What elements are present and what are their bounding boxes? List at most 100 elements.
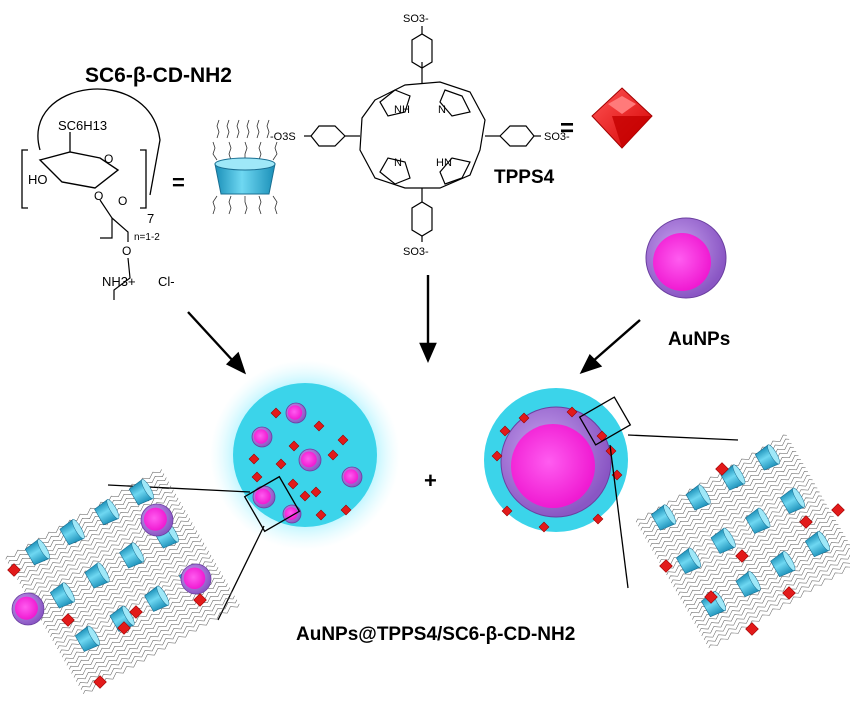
alkyl-chain [83,603,240,694]
alkyl-chain [703,552,850,641]
porphyrin-cube [592,513,604,525]
gold-particle-core [300,451,317,468]
cd-icon [212,119,278,215]
porphyrin-cube [518,412,530,424]
alkyl-chain [17,489,174,580]
cd-cylinder-rim [106,499,120,519]
zoom-box-left [243,475,301,533]
alkyl-chain [654,467,806,555]
assembly-right-body [635,434,850,649]
o-text-3: O [118,194,127,208]
n-range-text: n=1-2 [134,232,160,243]
alkyl-chain [649,459,801,547]
arrow-left-line [187,311,235,363]
left-bracket [21,149,28,209]
alkyl-chain [682,515,834,604]
callout-left-2 [217,525,265,621]
tpps-cube-icon [591,87,653,149]
o-text-1: O [104,152,113,166]
alkyl-chain [76,591,233,682]
gold-particle-core [284,507,298,521]
cd-cylinder-rim [723,527,736,548]
alkyl-chain [40,530,198,621]
glow-particles [248,402,363,524]
porphyrin-cube [337,434,349,446]
porphyrin-cube [799,515,813,529]
alkyl-chain [675,503,827,592]
porphyrin-cube [129,605,143,619]
cd-cylinder [779,487,805,514]
equals-sign-tpps: = [560,115,574,142]
o-text-4: O [122,244,131,258]
equals-sign-cd: = [172,170,185,195]
cd-structure: SC6-β-CD-NH2 SC6H13 HO O O O 7 O n=1-2 N… [21,64,232,300]
cd-cylinder [59,519,85,546]
cd-cylinder [84,562,110,589]
porphyrin-cube [251,471,263,483]
cd-cylinder-rim [817,531,830,551]
alkyl-chain [78,595,235,686]
cd-cylinder [804,531,830,558]
gold-particle-core [287,405,303,420]
chain-1 [111,217,129,242]
gold-particle-core [254,488,271,505]
porphyrin-cube [327,449,339,461]
alkyl-chain [47,542,205,633]
alkyl-chain [656,471,808,559]
gold-particle-core [183,567,206,590]
cd-cylinder [24,539,50,566]
porphyrin-cube [659,559,673,573]
cd-cylinder-rim [121,605,135,626]
alkyl-chain [80,599,238,690]
alkyl-chain [50,546,207,637]
arrow-left-head [225,351,247,375]
repeat-text: 7 [147,211,154,226]
arrows [187,275,641,375]
zoom-box-right [578,396,632,446]
callout-right-2 [609,444,629,589]
callout-right-1 [627,434,739,441]
cd-cylinder [754,444,780,471]
porphyrin-cube [735,549,749,563]
alkyl-chain [701,548,850,636]
cd-cylinder [128,479,154,506]
porphyrin-cube [7,563,21,577]
porphyrin-cube [596,430,608,442]
cd-cylinder-rim [767,444,780,465]
gold-particle-core [14,596,38,620]
aunp-icon: AuNPs [645,217,730,350]
cd-cylinder-rim [688,547,702,568]
cd-cylinder [94,499,120,526]
cd-cylinder [74,625,100,652]
porphyrin-cube [501,505,513,517]
alkyl-chain [696,540,848,628]
cd-title: SC6-β-CD-NH2 [85,64,232,87]
sc6h13-text: SC6H13 [58,118,107,133]
so3-bottom-text: SO3- [403,246,429,258]
nh3-text: NH3+ [102,274,136,289]
assembly-left-body [5,469,240,694]
porphyrin-cube [491,450,503,462]
macrocycle-arc [37,88,161,196]
porphyrin-cube [313,420,325,432]
right-bracket [140,149,147,209]
o-text-2: O [94,189,103,203]
porphyrin-cube [538,521,550,533]
porphyrin-cube [340,504,352,516]
cd-cylinder-rim [141,479,154,499]
porphyrin-cube [270,407,282,419]
tpps-label: TPPS4 [494,167,555,188]
coated-cubes [491,406,623,533]
porphyrin-labels: SO3- SO3- -O3S SO3- NH N N HN TPPS4 = [270,13,574,258]
porphyrin-structure [304,26,541,242]
cd-cylinder [49,582,75,609]
cd-cylinder [745,507,771,534]
porphyrin-cube [499,425,511,437]
cd-cylinder [144,585,170,612]
cd-cylinder [770,551,796,578]
porphyrin-cube [93,675,107,689]
porphyrin-cube [61,613,75,627]
hn-bottom-text: HN [436,157,452,169]
